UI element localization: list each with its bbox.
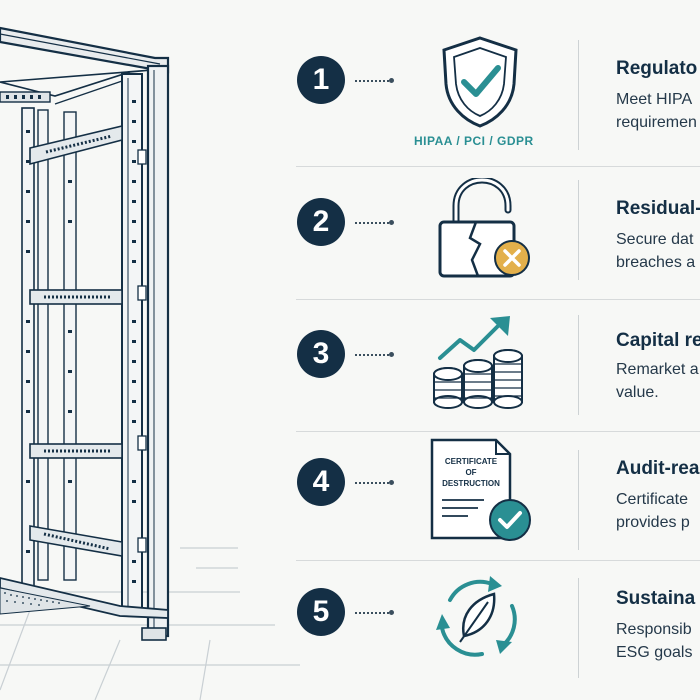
step-number-badge: 4 xyxy=(297,458,345,506)
row-divider xyxy=(296,431,700,432)
row-divider xyxy=(296,166,700,167)
step-number-badge: 2 xyxy=(297,198,345,246)
compliance-standards-label: HIPAA / PCI / GDPR xyxy=(414,134,534,148)
column-divider xyxy=(578,578,579,678)
step-title: Audit-rea xyxy=(616,458,700,479)
step-description: Certificate provides p xyxy=(616,488,700,534)
column-divider xyxy=(578,315,579,415)
row-divider xyxy=(296,299,700,300)
description-line: requiremen xyxy=(616,114,697,131)
description-line: Responsib xyxy=(616,621,692,638)
description-line: Secure dat xyxy=(616,231,694,248)
broken-padlock-icon xyxy=(438,178,530,278)
description-line: ESG goals xyxy=(616,644,693,661)
shield-check-icon xyxy=(442,36,518,128)
server-rack-illustration xyxy=(0,26,300,700)
description-line: provides p xyxy=(616,514,690,531)
step-description: Meet HIPA requiremen xyxy=(616,88,700,134)
dotted-connector xyxy=(355,220,394,225)
step-number-badge: 1 xyxy=(297,56,345,104)
certificate-heading: DESTRUCTION xyxy=(442,479,500,488)
step-number-badge: 3 xyxy=(297,330,345,378)
step-description: Responsib ESG goals xyxy=(616,618,700,664)
recycle-leaf-icon xyxy=(436,576,517,657)
description-line: Remarket a xyxy=(616,361,699,378)
rising-coins-icon xyxy=(433,316,523,409)
certificate-heading: CERTIFICATE xyxy=(445,457,498,466)
step-description: Secure dat breaches a xyxy=(616,228,700,274)
description-line: Certificate xyxy=(616,491,689,508)
column-divider xyxy=(578,40,579,150)
dotted-connector xyxy=(355,610,394,615)
description-line: breaches a xyxy=(616,254,696,271)
step-title: Capital re xyxy=(616,330,700,351)
step-title: Regulato xyxy=(616,58,698,79)
step-number-badge: 5 xyxy=(297,588,345,636)
row-divider xyxy=(296,560,700,561)
dotted-connector xyxy=(355,78,394,83)
column-divider xyxy=(578,450,579,550)
column-divider xyxy=(578,180,579,280)
step-description: Remarket a value. xyxy=(616,358,700,404)
certificate-heading: OF xyxy=(465,468,476,477)
dotted-connector xyxy=(355,352,394,357)
description-line: value. xyxy=(616,384,659,401)
certificate-icon: CERTIFICATE OF DESTRUCTION xyxy=(430,438,531,541)
dotted-connector xyxy=(355,480,394,485)
step-title: Sustaina xyxy=(616,588,696,609)
description-line: Meet HIPA xyxy=(616,91,693,108)
step-title: Residual- xyxy=(616,198,700,219)
